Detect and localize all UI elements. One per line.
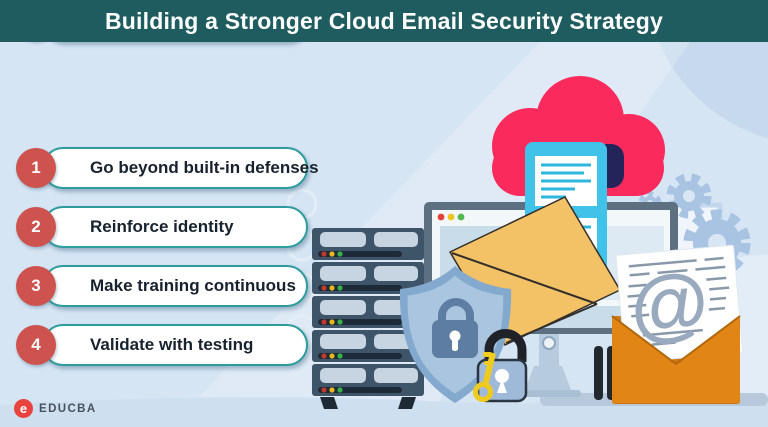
header-bar: Building a Stronger Cloud Email Security… xyxy=(0,0,768,42)
server-rack-icon xyxy=(312,228,424,409)
list-item-1: Go beyond built-in defenses 1 xyxy=(16,147,319,189)
at-envelope-icon: @ xyxy=(611,244,744,404)
item-label: Reinforce identity xyxy=(90,217,234,236)
list-item-2: Reinforce identity 2 xyxy=(16,206,308,248)
educba-logo-icon: e xyxy=(14,399,33,418)
at-paper: @ xyxy=(615,244,744,364)
item-label: Go beyond built-in defenses xyxy=(90,158,319,177)
item-pill: Reinforce identity xyxy=(42,206,308,248)
list-item-4: Validate with testing 4 xyxy=(16,324,308,366)
item-pill: Go beyond built-in defenses xyxy=(42,147,319,189)
shield-lock-emblem xyxy=(432,298,478,358)
item-label: Validate with testing xyxy=(90,335,254,354)
list-item-3: Make training continuous 3 xyxy=(16,265,308,307)
item-label: Make training continuous xyxy=(90,276,296,295)
brand-logo: e EDUCBA xyxy=(14,399,97,418)
item-number-badge: 2 xyxy=(16,207,56,247)
item-number-badge: 1 xyxy=(16,148,56,188)
brand-name: EDUCBA xyxy=(39,402,97,415)
page-title: Building a Stronger Cloud Email Security… xyxy=(104,7,664,34)
at-symbol: @ xyxy=(627,256,712,351)
key-icon xyxy=(473,352,496,402)
item-pill: Make training continuous xyxy=(42,265,308,307)
item-number-badge: 4 xyxy=(16,325,56,365)
item-pill: Validate with testing xyxy=(42,324,308,366)
item-number-badge: 3 xyxy=(16,266,56,306)
